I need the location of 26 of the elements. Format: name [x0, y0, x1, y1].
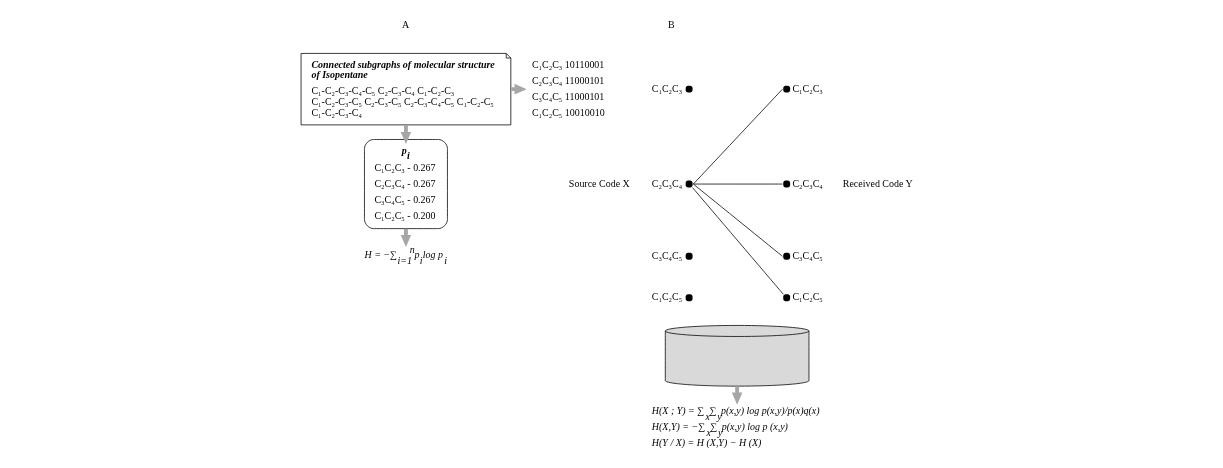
node-label: C₁C₂C₅	[792, 291, 823, 303]
node-circle	[685, 180, 693, 188]
node-circle	[783, 85, 791, 93]
node-circle	[783, 180, 791, 188]
arrow	[731, 386, 743, 405]
label: Received Code Y	[842, 177, 913, 189]
connector	[692, 183, 783, 257]
node-label: C₂C₃C₄	[651, 177, 683, 189]
node-circle	[685, 252, 693, 260]
node-label: C₁C₂C₃	[651, 82, 683, 94]
connector	[692, 88, 783, 185]
node-label: C₃C₄C₅	[651, 249, 683, 261]
connector	[692, 187, 784, 295]
node-circle	[685, 294, 693, 302]
node-label: C₁C₂C₅	[651, 291, 683, 303]
node-label: C₃C₄C₅	[792, 249, 823, 261]
node-label: C₁C₂C₃	[792, 82, 823, 94]
label: Source Code X	[568, 177, 630, 189]
node-circle	[783, 294, 791, 302]
node-text: C₁C₂C₃ 10110001 C₂C₃C₄ 11000101 C₃C₄C₅ 11000101 C₁C₂C₅ 10010010	[531, 58, 605, 119]
connector	[692, 183, 783, 185]
node-label: C₂C₃C₄	[792, 177, 823, 189]
label: A	[402, 18, 410, 30]
label: B	[667, 18, 675, 30]
node-circle	[685, 85, 693, 93]
node-circle	[783, 252, 791, 260]
